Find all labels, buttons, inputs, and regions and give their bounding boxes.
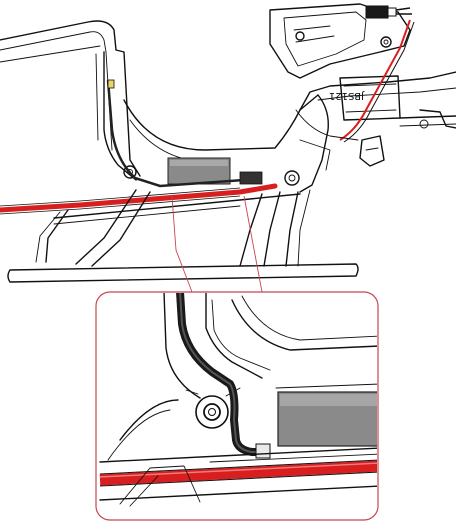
main-frame-view: JBS121 — [0, 3, 456, 283]
connector-icon — [239, 171, 263, 185]
frame-upper-curve — [123, 94, 319, 151]
screw-icon — [380, 36, 392, 48]
dark-wire — [106, 79, 245, 188]
right-strut — [239, 193, 263, 267]
detail-callout — [95, 291, 379, 521]
left-strut — [75, 189, 137, 265]
screw-icon — [123, 165, 137, 179]
bearing-block — [359, 135, 385, 167]
landing-skid — [7, 263, 359, 283]
red-wire-detail — [99, 460, 377, 486]
frame-arm-outline — [0, 20, 141, 177]
part-marking: JBS121 — [329, 90, 365, 101]
connector-icon — [365, 5, 412, 19]
screw-icon — [284, 170, 300, 186]
callout-leader-right — [243, 195, 263, 293]
screw-icon — [295, 31, 305, 41]
callout-leader-left — [171, 195, 193, 293]
red-wire — [0, 183, 278, 213]
screw-icon — [195, 395, 229, 429]
connector-icon — [255, 443, 271, 459]
